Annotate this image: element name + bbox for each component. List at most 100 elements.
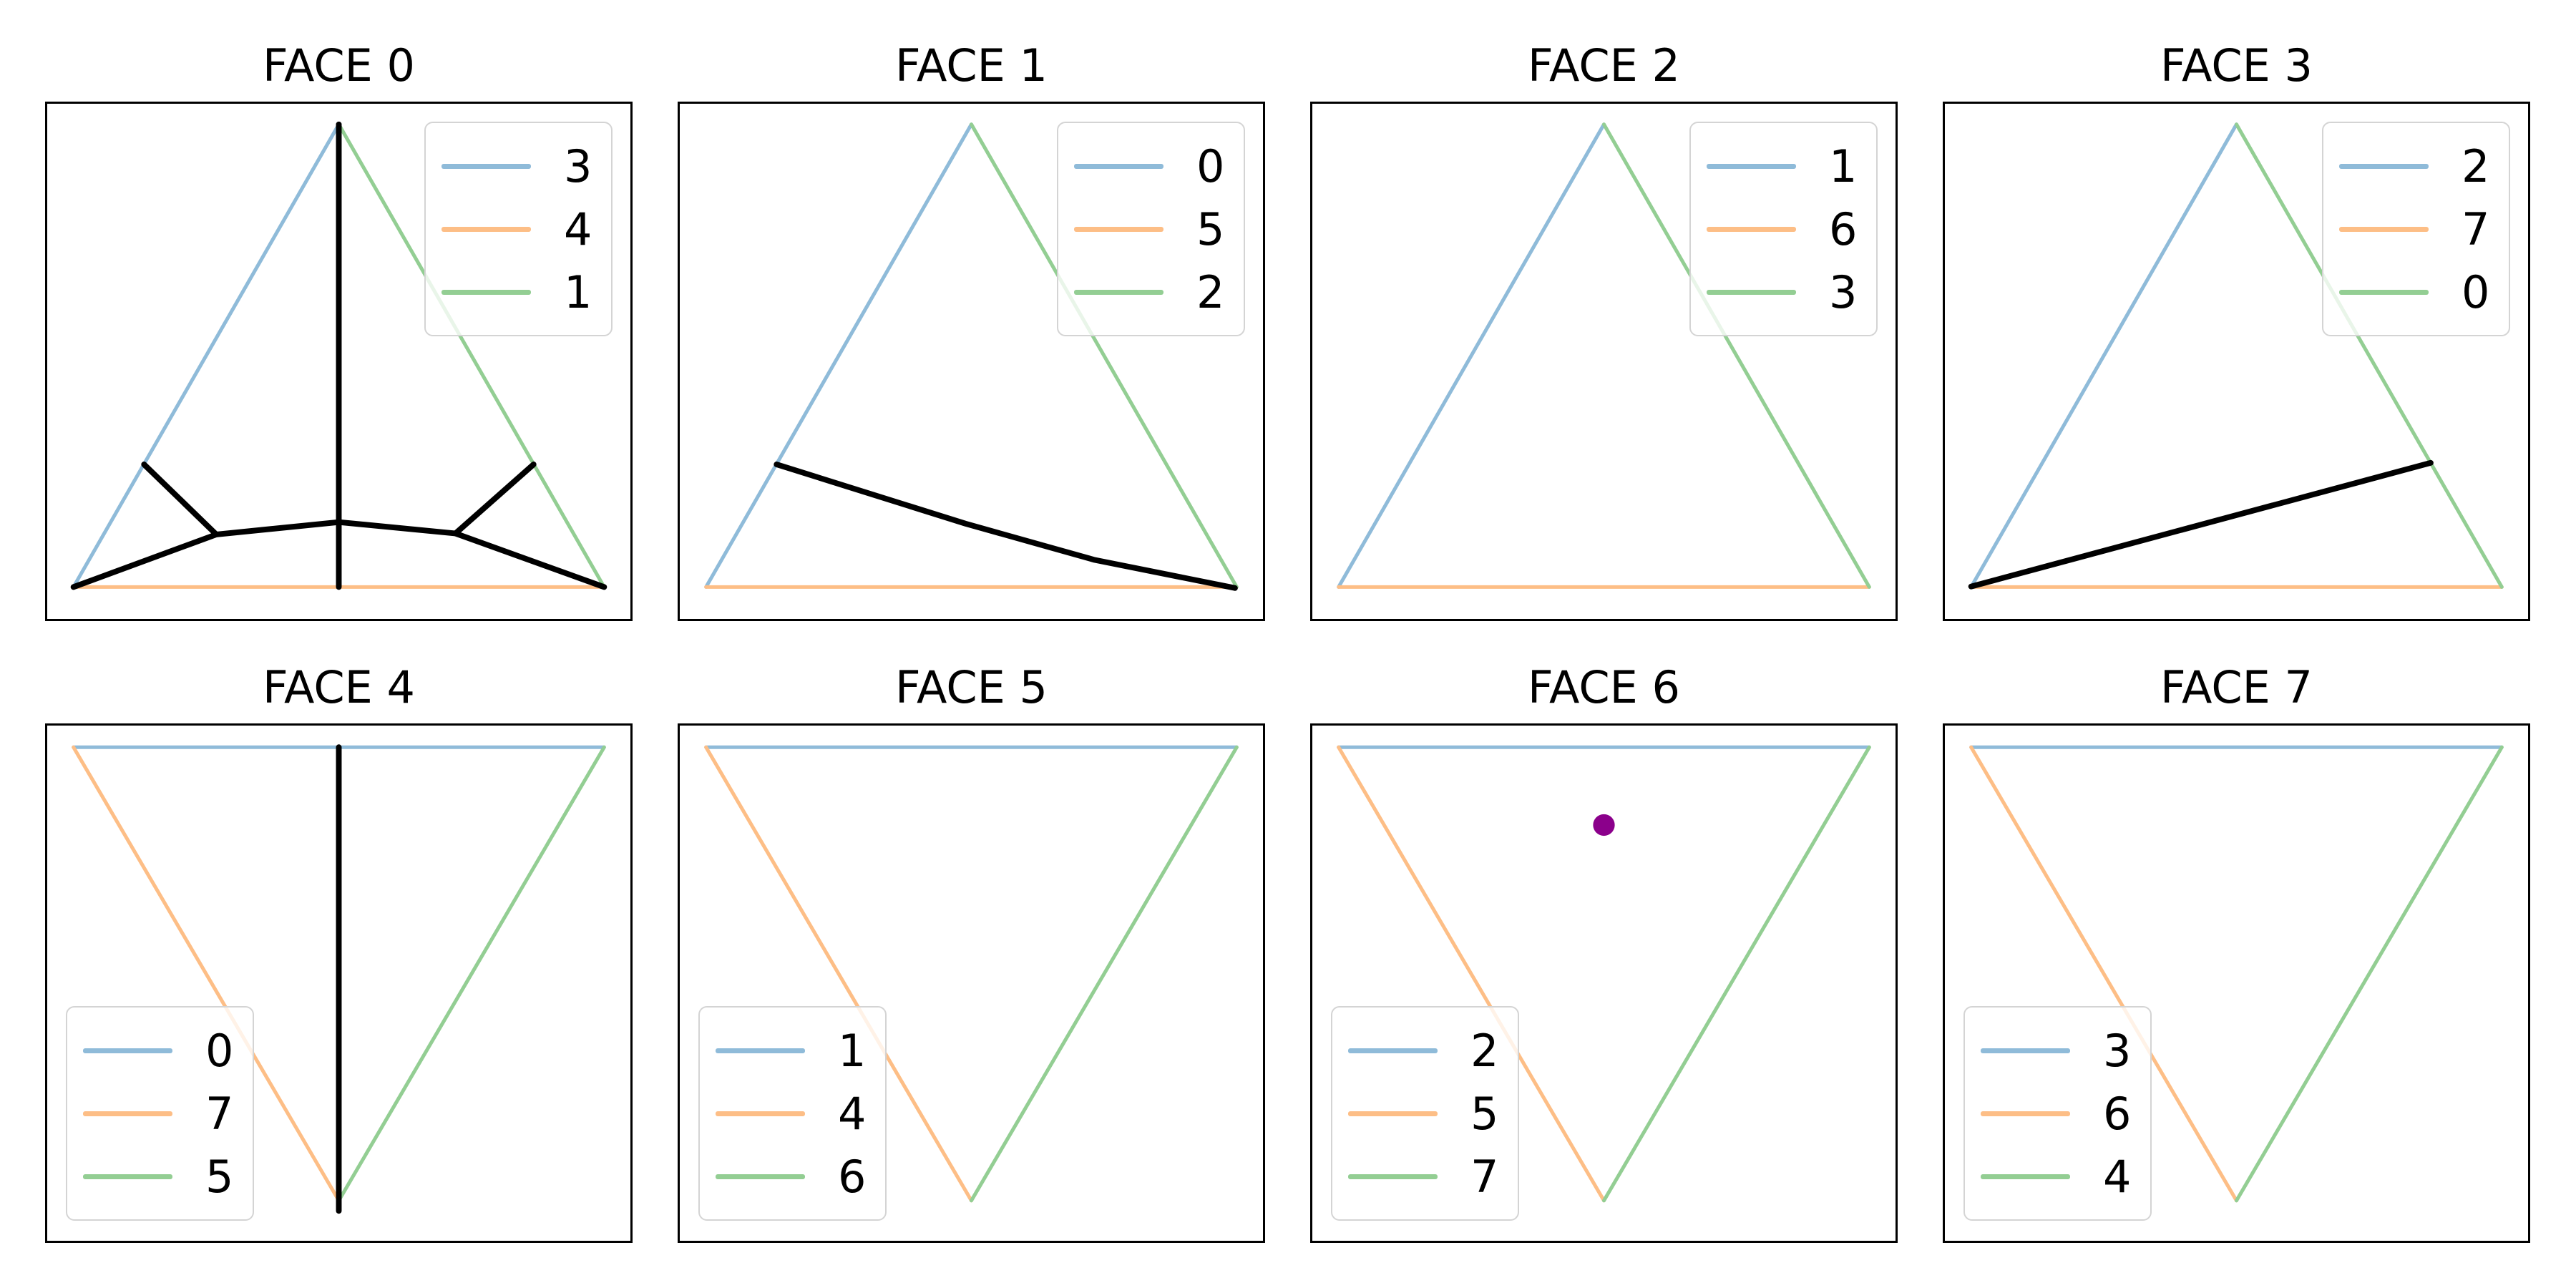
legend-label: 2: [1196, 265, 1225, 318]
legend-entry: 3: [1707, 260, 1858, 323]
triangle-edge-green: [2234, 122, 2504, 589]
legend-line-sample: [83, 1048, 172, 1053]
legend-label: 6: [1829, 203, 1858, 255]
triangle-edge-orange: [72, 745, 341, 1203]
legend-line-sample: [2339, 163, 2429, 169]
overlay-path-3: [452, 462, 537, 537]
legend-line-sample: [1981, 1111, 2070, 1116]
triangle-edge-blue: [1337, 122, 1606, 589]
triangle-plot: [1337, 122, 1871, 589]
legend-line-sample: [2339, 226, 2429, 232]
legend-line-sample: [441, 226, 531, 232]
legend: 3 4 1: [424, 122, 613, 336]
triangle-edge-green: [336, 122, 606, 589]
legend-label: 5: [205, 1150, 234, 1203]
marker-dot: [1593, 814, 1615, 836]
legend-label: 0: [2462, 265, 2490, 318]
legend-label: 3: [2103, 1024, 2132, 1077]
legend-entry: 4: [716, 1082, 867, 1145]
legend-entry: 6: [1981, 1082, 2132, 1145]
triangle-edge-orange: [1969, 745, 2239, 1203]
legend-entry: 7: [2339, 197, 2490, 260]
triangle-edge-green: [969, 122, 1239, 589]
legend-line-sample: [83, 1174, 172, 1179]
triangle-edge-green: [1601, 745, 1871, 1203]
legend-entry: 0: [83, 1019, 234, 1082]
legend-line-sample: [716, 1174, 805, 1179]
legend-line-sample: [1348, 1174, 1438, 1179]
triangle-plot: [1337, 745, 1871, 1203]
legend-label: 5: [1470, 1087, 1499, 1140]
legend-label: 1: [1829, 140, 1858, 192]
legend-label: 5: [1196, 203, 1225, 255]
triangle-edge-green: [336, 745, 606, 1203]
legend-line-sample: [1074, 226, 1163, 232]
axes-box: 3 4 1: [45, 102, 633, 621]
legend-entry: 2: [1348, 1019, 1499, 1082]
legend-line-sample: [1348, 1111, 1438, 1116]
legend-line-sample: [441, 163, 531, 169]
legend-label: 1: [838, 1024, 867, 1077]
triangle-plot: [704, 745, 1239, 1203]
subplot-title: FACE 0: [263, 39, 415, 92]
triangle-edge-blue: [1969, 122, 2239, 589]
legend-label: 6: [838, 1150, 867, 1203]
legend-entry: 3: [441, 135, 592, 197]
subplot-title: FACE 7: [2160, 661, 2313, 713]
subplot-face-6: FACE 6 2 5 7: [1310, 658, 1898, 1243]
legend-line-sample: [441, 289, 531, 295]
subplot-title: FACE 3: [2160, 39, 2313, 92]
overlay-path-1: [70, 519, 608, 590]
axes-box: 0 5 2: [678, 102, 1265, 621]
legend-entry: 4: [441, 197, 592, 260]
subplot-face-0: FACE 0 3 4 1: [45, 36, 633, 621]
legend-line-sample: [1981, 1048, 2070, 1053]
legend-entry: 2: [1074, 260, 1225, 323]
legend-label: 7: [2462, 203, 2490, 255]
subplot-title: FACE 5: [895, 661, 1048, 713]
legend-entry: 6: [716, 1145, 867, 1208]
legend-entry: 1: [1707, 135, 1858, 197]
legend-entry: 0: [2339, 260, 2490, 323]
legend-label: 0: [205, 1024, 234, 1077]
legend-line-sample: [1707, 226, 1796, 232]
triangle-edge-orange: [1337, 745, 1606, 1203]
legend-line-sample: [1981, 1174, 2070, 1179]
legend: 0 7 5: [66, 1006, 254, 1221]
triangle-plot: [1969, 745, 2504, 1203]
subplot-face-4: FACE 4 0 7 5: [45, 658, 633, 1243]
legend-label: 4: [2103, 1150, 2132, 1203]
legend-label: 4: [564, 203, 592, 255]
legend-label: 1: [564, 265, 592, 318]
legend-entry: 6: [1707, 197, 1858, 260]
legend-label: 0: [1196, 140, 1225, 192]
legend-label: 7: [1470, 1150, 1499, 1203]
triangle-edge-green: [1601, 122, 1871, 589]
legend-entry: 7: [83, 1082, 234, 1145]
subplot-title: FACE 6: [1528, 661, 1680, 713]
legend: 2 5 7: [1331, 1006, 1519, 1221]
legend-entry: 5: [1074, 197, 1225, 260]
subplot-title: FACE 4: [263, 661, 415, 713]
legend-entry: 1: [716, 1019, 867, 1082]
triangle-edge-blue: [72, 122, 341, 589]
axes-box: 0 7 5: [45, 723, 633, 1243]
legend-line-sample: [716, 1111, 805, 1116]
triangle-edge-green: [2234, 745, 2504, 1203]
legend-entry: 5: [83, 1145, 234, 1208]
triangle-plot: [704, 122, 1239, 591]
overlay-path-0: [774, 462, 1238, 591]
triangle-plot: [1968, 122, 2504, 590]
legend-label: 2: [1470, 1024, 1499, 1077]
legend-label: 7: [205, 1087, 234, 1140]
overlay-path-0: [1968, 459, 2434, 590]
